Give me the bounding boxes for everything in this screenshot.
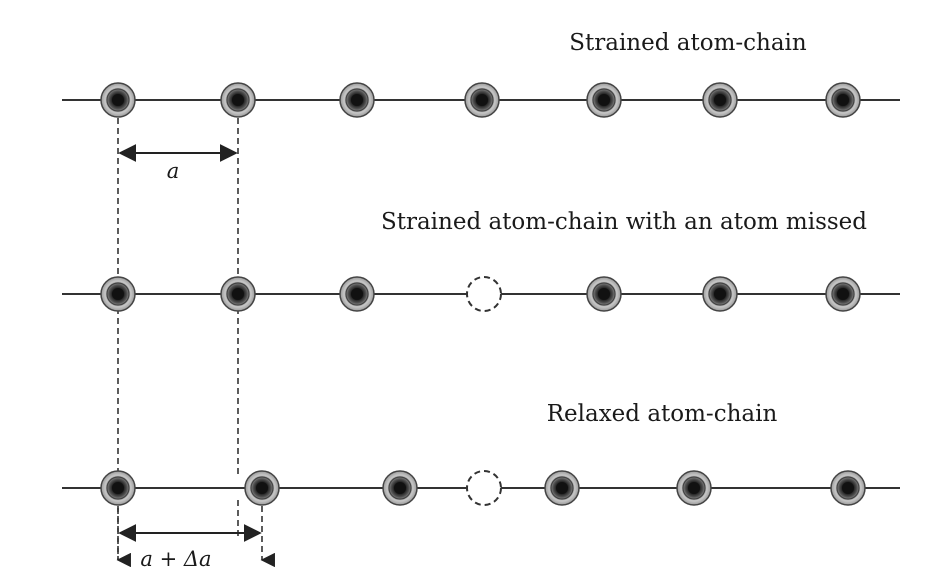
atom-sites (100, 82, 866, 506)
atom (702, 276, 738, 312)
spacing-relaxed-label: a + Δa (140, 547, 211, 571)
atom (100, 82, 136, 118)
atom (339, 276, 375, 312)
atom (586, 276, 622, 312)
atom (464, 82, 500, 118)
atom (220, 276, 256, 312)
spacing-a-label: a (167, 159, 180, 183)
atom (702, 82, 738, 118)
atom (100, 276, 136, 312)
atom (244, 470, 280, 506)
atom (830, 470, 866, 506)
atom (220, 82, 256, 118)
atom (825, 82, 861, 118)
atom (100, 470, 136, 506)
atom (544, 470, 580, 506)
atom (382, 470, 418, 506)
chain-title-strained-missing: Strained atom-chain with an atom missed (381, 209, 867, 235)
chain-title-strained: Strained atom-chain (569, 30, 807, 56)
vacancy-site (466, 276, 502, 312)
atom (586, 82, 622, 118)
chain-title-relaxed: Relaxed atom-chain (547, 401, 778, 427)
atom (825, 276, 861, 312)
vacancy-site (466, 470, 502, 506)
atom (676, 470, 712, 506)
atom (339, 82, 375, 118)
